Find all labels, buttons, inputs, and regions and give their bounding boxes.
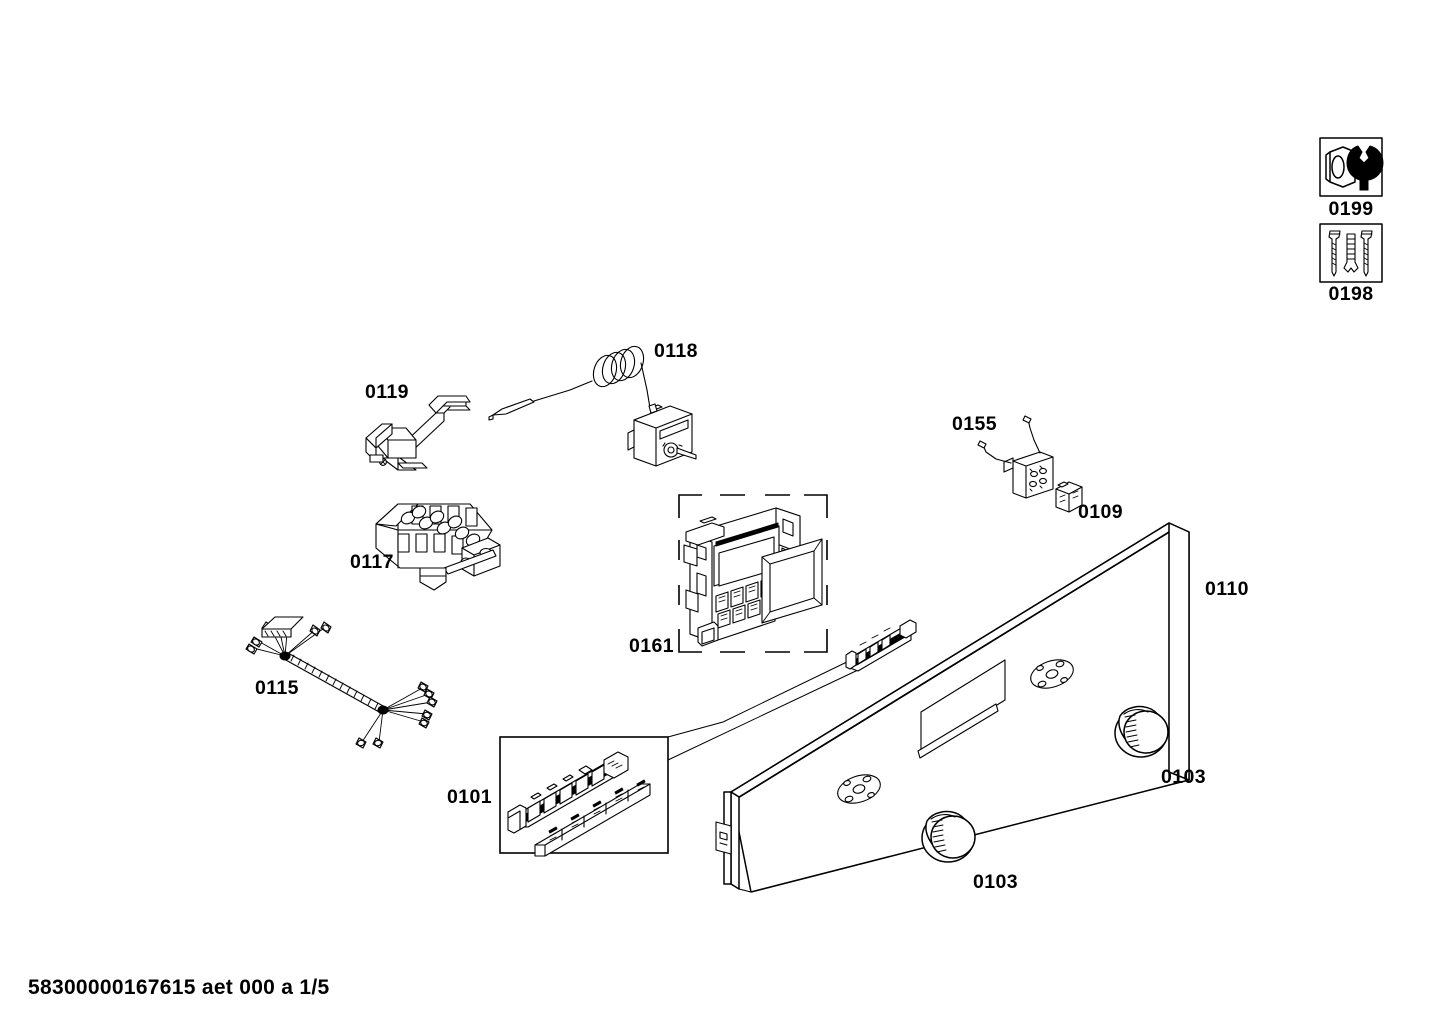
part-0101-box xyxy=(499,736,669,854)
icon-box-0199-label: 0199 xyxy=(1329,198,1374,220)
part-0103-control-knob-right: 0103 xyxy=(1114,705,1206,788)
part-0101-leader-lines xyxy=(667,659,859,761)
part-0110-front-fascia-panel: 0110 xyxy=(715,522,1249,893)
part-0119-label: 0119 xyxy=(365,381,409,403)
part-0101-button-bar: 0101 xyxy=(447,736,669,857)
icon-box-0198-label: 0198 xyxy=(1329,283,1374,305)
panel-mounted-switch-bar xyxy=(845,619,917,672)
part-0103-right-label: 0103 xyxy=(1161,766,1206,788)
part-0109-label: 0109 xyxy=(1078,501,1123,523)
icon-box-0198: 0198 xyxy=(1319,223,1383,305)
part-0118-label: 0118 xyxy=(654,340,698,362)
part-0115-wiring-harness: 0115 xyxy=(245,616,438,749)
part-0103-left-label: 0103 xyxy=(973,871,1018,893)
part-0103-control-knob-left: 0103 xyxy=(921,810,1018,893)
part-0115-label: 0115 xyxy=(255,677,299,699)
part-0161-dashed-box xyxy=(678,494,828,653)
part-0117-label: 0117 xyxy=(350,551,394,573)
footer-document-code: 58300000167615 aet 000 a 1/5 xyxy=(28,976,330,999)
part-0110-label: 0110 xyxy=(1205,578,1249,600)
part-0161-display-module: 0161 xyxy=(629,494,828,657)
part-0118-capillary-thermostat: 0118 xyxy=(488,340,698,467)
icon-box-0199: 0199 xyxy=(1319,137,1384,220)
knob-rosette-right xyxy=(1030,659,1074,689)
part-0155-sensor-pcb: 0155 xyxy=(952,413,1054,499)
part-0155-label: 0155 xyxy=(952,413,997,435)
part-0117-terminal-block: 0117 xyxy=(350,503,501,591)
knob-rosette-left xyxy=(837,774,881,804)
part-0119-mounting-bracket: 0119 xyxy=(365,381,471,471)
part-0109-connector: 0109 xyxy=(1055,481,1123,523)
part-0161-label: 0161 xyxy=(629,635,674,657)
part-0101-label: 0101 xyxy=(447,786,492,808)
